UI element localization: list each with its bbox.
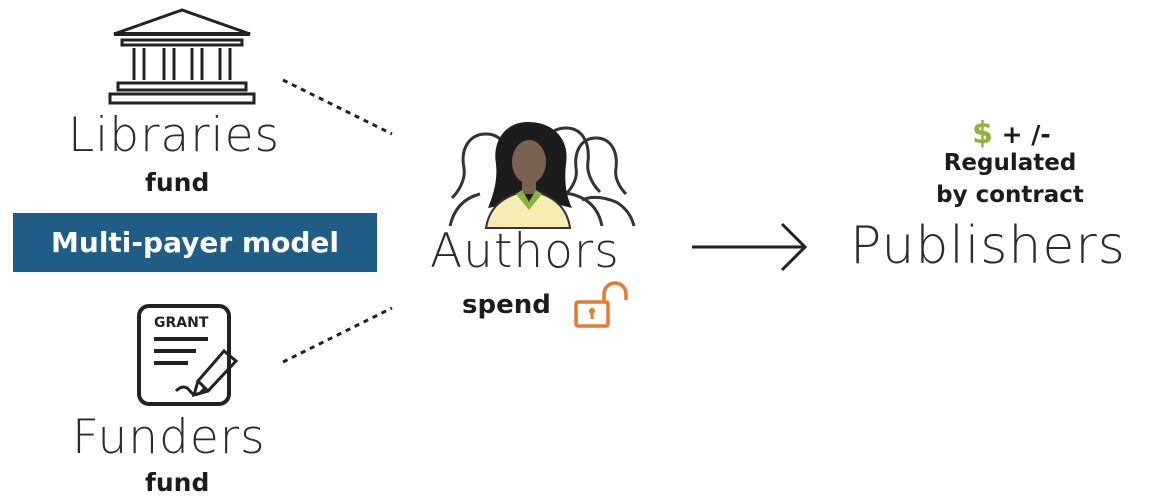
- funders-fund-label: fund: [145, 468, 210, 497]
- authors-group-icon: [448, 122, 636, 229]
- money-indicator: $ + /-: [972, 116, 1051, 151]
- dollar-icon: $: [972, 116, 993, 151]
- multi-payer-model-label: Multi-payer model: [51, 226, 339, 259]
- grant-text: GRANT: [154, 315, 209, 331]
- authors-label: Authors: [430, 224, 620, 279]
- by-contract-label: by contract: [936, 182, 1084, 208]
- libraries-fund-label: fund: [145, 168, 210, 197]
- library-building-icon: [108, 8, 256, 105]
- authors-spend-label: spend: [462, 290, 551, 320]
- funders-label: Funders: [72, 410, 266, 465]
- publishers-label: Publishers: [850, 216, 1126, 276]
- money-suffix: + /-: [1001, 120, 1051, 149]
- multi-payer-model-banner: Multi-payer model: [13, 213, 377, 272]
- libraries-label: Libraries: [68, 108, 280, 163]
- grant-document-icon: GRANT: [137, 304, 239, 406]
- regulated-label: Regulated: [943, 150, 1077, 176]
- open-lock-icon: [574, 281, 628, 328]
